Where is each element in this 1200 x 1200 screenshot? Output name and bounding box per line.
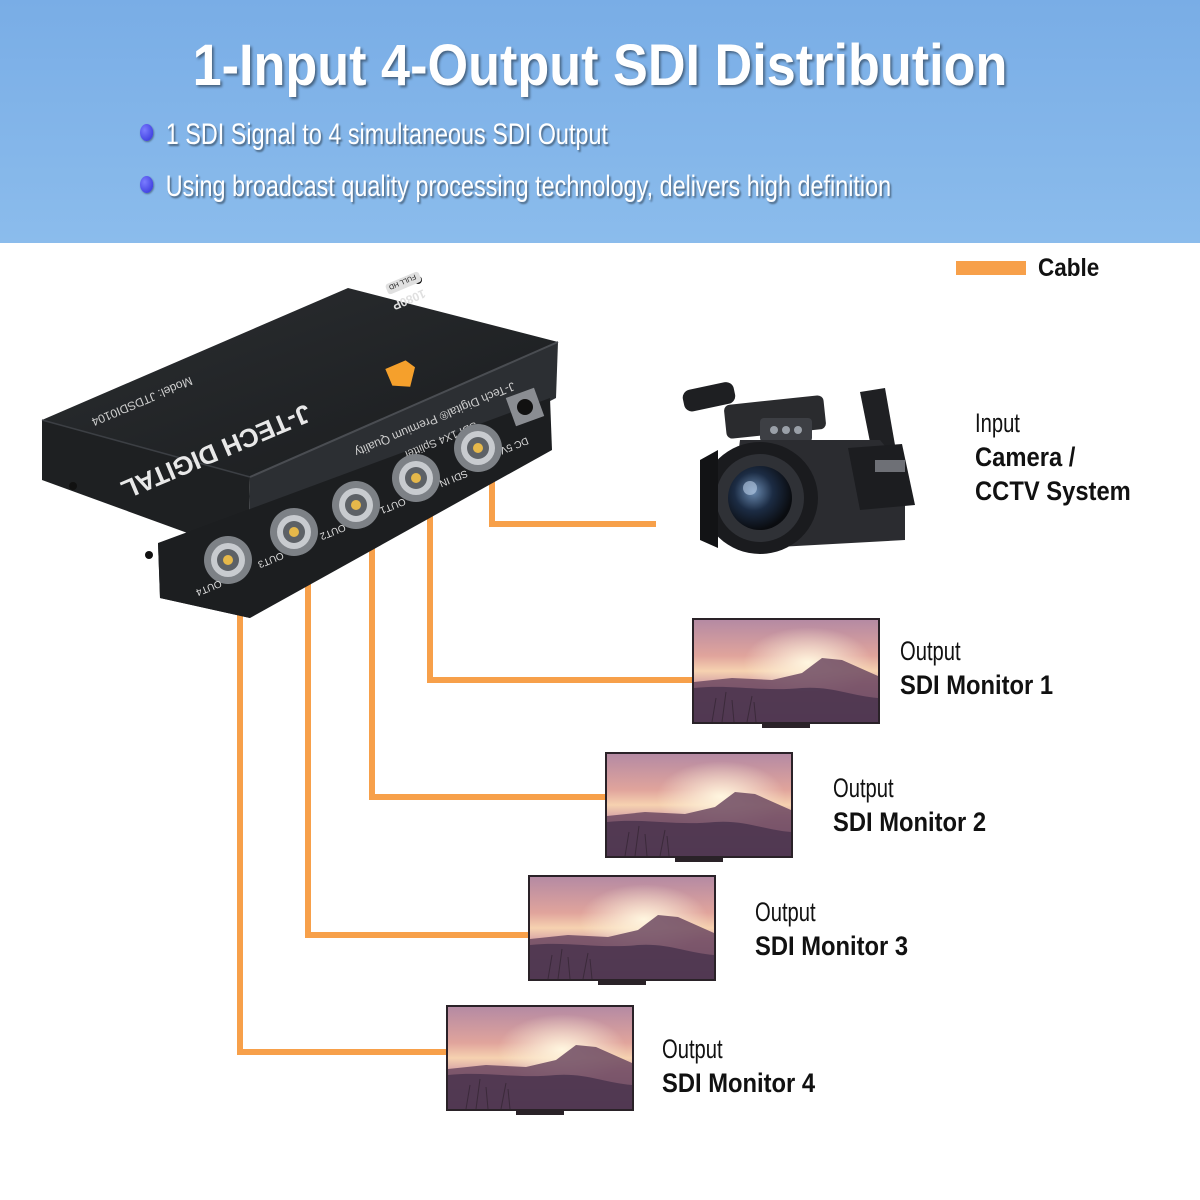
bullet-text: Using broadcast quality processing techn… — [165, 170, 892, 203]
legend: Cable — [956, 252, 1106, 284]
cable-legend-swatch — [956, 261, 1026, 275]
bullet-dot-icon — [140, 176, 154, 193]
output-caption: Output — [900, 636, 961, 666]
output-caption: Output — [662, 1034, 723, 1064]
bullet-text: 1 SDI Signal to 4 simultaneous SDI Outpu… — [165, 118, 608, 151]
cable-output-3 — [305, 555, 529, 938]
bnc-out-3 — [270, 508, 318, 556]
output-label-4: Output SDI Monitor 4 — [662, 1032, 815, 1100]
cable-output-4 — [237, 580, 447, 1055]
bullet-dot-icon — [140, 124, 154, 141]
bnc-out-1 — [392, 454, 440, 502]
splitter-device: J-TECH DIGITAL J-Tech Digital® Premium Q… — [41, 271, 559, 618]
input-name-line1: Camera / — [975, 442, 1076, 472]
video-camera-icon — [682, 382, 915, 554]
cable-input — [489, 478, 656, 527]
monitor-3 — [527, 874, 717, 985]
output-label-1: Output SDI Monitor 1 — [900, 634, 1053, 702]
output-name: SDI Monitor 4 — [662, 1068, 816, 1098]
output-name: SDI Monitor 1 — [900, 670, 1054, 700]
bullet-item: Using broadcast quality processing techn… — [140, 170, 891, 204]
bnc-out-4 — [204, 536, 252, 584]
monitor-4 — [445, 1004, 635, 1115]
monitor-1 — [691, 617, 881, 728]
output-caption: Output — [755, 897, 816, 927]
cables — [237, 478, 692, 1055]
header-banner: 1-Input 4-Output SDI Distribution 1 SDI … — [0, 0, 1200, 243]
monitor-2 — [604, 751, 794, 862]
bullet-item: 1 SDI Signal to 4 simultaneous SDI Outpu… — [140, 118, 608, 152]
dc-power-port — [505, 387, 545, 427]
output-label-2: Output SDI Monitor 2 — [833, 771, 986, 839]
output-label-3: Output SDI Monitor 3 — [755, 895, 908, 963]
page-title: 1-Input 4-Output SDI Distribution — [192, 33, 1008, 98]
cable-legend-label: Cable — [1038, 253, 1100, 282]
cable-output-1 — [427, 510, 692, 683]
input-name-line2: CCTV System — [975, 476, 1131, 506]
output-name: SDI Monitor 2 — [833, 807, 987, 837]
input-caption: Input — [975, 408, 1020, 438]
output-name: SDI Monitor 3 — [755, 931, 909, 961]
bnc-out-2 — [332, 481, 380, 529]
bnc-sdi-in — [454, 424, 502, 472]
cable-output-2 — [369, 528, 606, 800]
input-label: Input Camera / CCTV System — [975, 406, 1131, 508]
output-caption: Output — [833, 773, 894, 803]
